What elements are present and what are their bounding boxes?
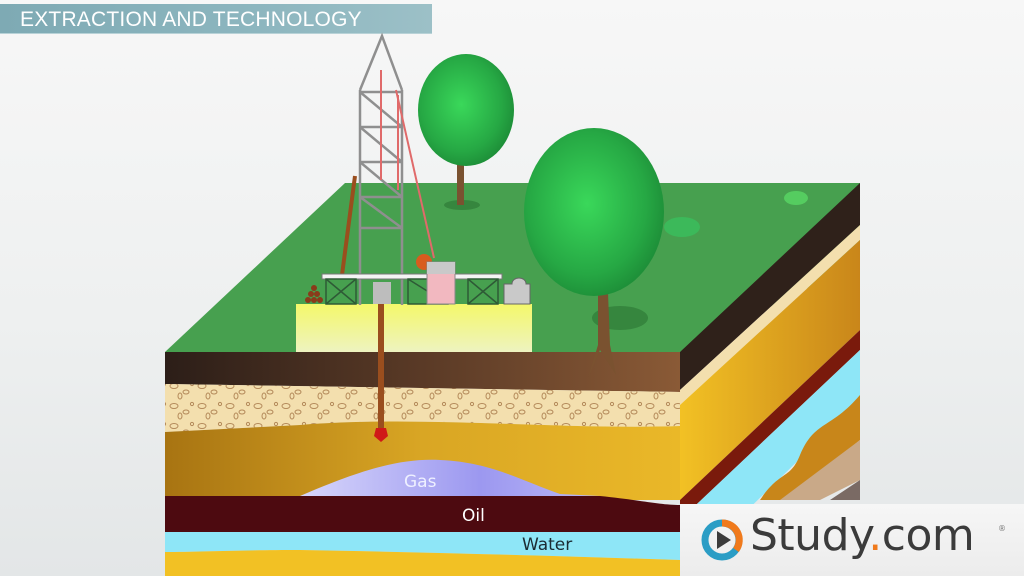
bush xyxy=(664,217,700,237)
rig-cables xyxy=(380,70,435,259)
tree-trunk xyxy=(588,240,616,378)
gas-label: Gas xyxy=(404,472,437,492)
tree-canopy xyxy=(524,128,664,296)
tree-canopy xyxy=(418,54,514,166)
leaning-pipe xyxy=(340,175,357,276)
oil-label: Oil xyxy=(462,506,485,526)
tree-trunk xyxy=(457,130,464,205)
slide-title: EXTRACTION AND TECHNOLOGY xyxy=(20,8,362,31)
drill-pad xyxy=(296,304,532,352)
water-label: Water xyxy=(522,535,573,555)
drill-bit xyxy=(374,428,388,442)
title-bar: EXTRACTION AND TECHNOLOGY xyxy=(0,4,432,34)
tank xyxy=(503,277,531,305)
study-com-logo: Study.com ® xyxy=(680,504,1024,576)
drill-pipe xyxy=(378,300,384,435)
pipe-stack xyxy=(305,285,323,303)
play-ring-icon xyxy=(701,519,743,561)
bush xyxy=(784,191,808,205)
logo-wordmark: Study.com xyxy=(750,510,975,561)
registered-mark: ® xyxy=(998,524,1006,533)
